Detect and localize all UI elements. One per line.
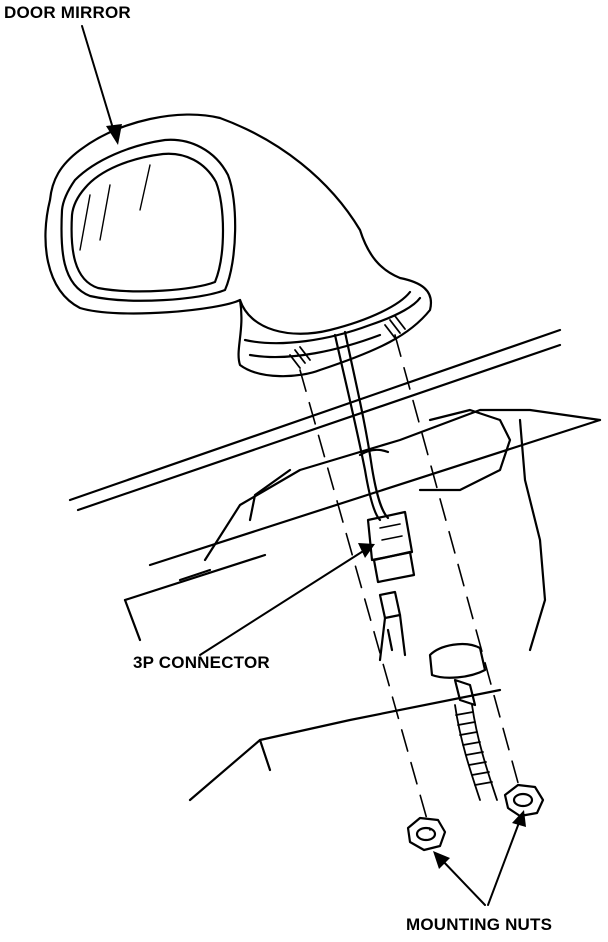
- mounting-nuts-label: MOUNTING NUTS: [406, 915, 553, 934]
- wire-clip: [378, 590, 407, 662]
- connector-label: 3P CONNECTOR: [133, 653, 270, 672]
- connector-body: [366, 510, 416, 584]
- grommet: [428, 642, 487, 707]
- mounting-nut-right: [503, 783, 545, 818]
- arrow-heads: [106, 124, 526, 869]
- mirror-studs: [289, 315, 406, 369]
- mirror-housing: [44, 113, 433, 378]
- door-panel: [68, 328, 602, 802]
- wire-harness: [333, 330, 390, 522]
- leader-arrows: [81, 25, 521, 906]
- door-mirror-label: DOOR MIRROR: [4, 3, 131, 22]
- mounting-nut-left: [406, 816, 447, 852]
- alignment-guides: [299, 334, 521, 831]
- corrugated-tube: [454, 704, 498, 801]
